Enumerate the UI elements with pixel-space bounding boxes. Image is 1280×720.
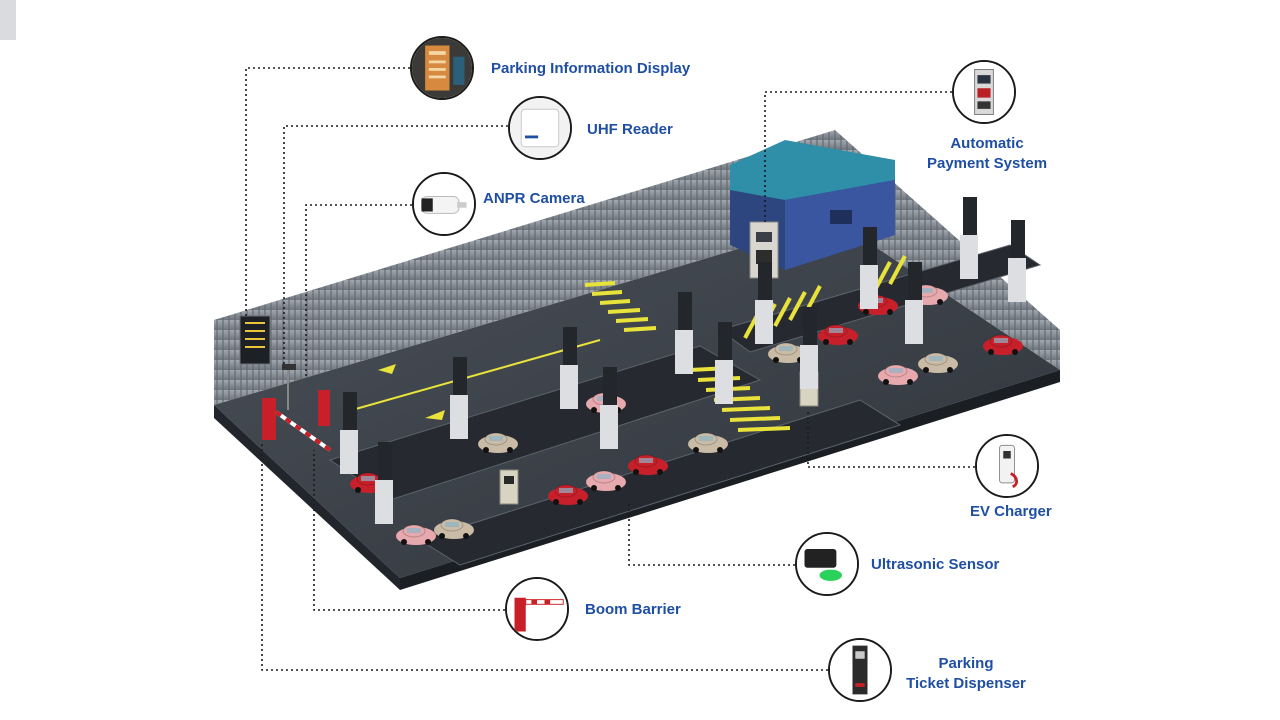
pillar-9 [800, 307, 818, 389]
lane-markings [584, 255, 907, 432]
pillar-2 [375, 442, 393, 524]
back-wall [214, 130, 835, 405]
parked-car-2 [434, 518, 474, 539]
info-display-board [239, 315, 271, 365]
ev-charger-label: EV Charger [970, 503, 1052, 520]
automatic-payment-system-label-line-1: Automatic [950, 135, 1024, 152]
uhf-reader-label: UHF Reader [587, 121, 673, 138]
parked-car-11 [918, 352, 958, 373]
leader-line-uhf-reader [283, 125, 508, 368]
payment-kiosk-icon [952, 60, 1016, 124]
leader-line-payment-system [764, 91, 952, 224]
pillar-13 [1008, 220, 1026, 302]
parked-car-14 [768, 342, 808, 363]
pillars [0, 0, 16, 40]
leader-line-ticket-dispenser [261, 442, 828, 671]
parking-ticket-dispenser-label-line-1: Parking [938, 655, 994, 672]
pillar-6 [675, 292, 693, 374]
parked-car-5 [628, 454, 668, 475]
boom-barrier-icon [505, 577, 569, 641]
parked-car-10 [878, 364, 918, 385]
parked-car-7 [478, 432, 518, 453]
lane-line [344, 339, 601, 420]
pillar-4 [560, 327, 578, 409]
parked-car-13 [818, 324, 858, 345]
leader-lines [245, 67, 975, 671]
boom-barrier-label: Boom Barrier [585, 601, 681, 618]
parked-car-6 [688, 432, 728, 453]
leader-line-ultrasonic-sensor [628, 502, 795, 566]
anpr-camera-icon [412, 172, 476, 236]
parking-ticket-dispenser-label-line-2: Ticket Dispenser [906, 675, 1026, 692]
pillar-11 [905, 262, 923, 344]
parking-information-display-label: Parking Information Display [491, 60, 691, 77]
ultrasonic-sensor-icon [795, 532, 859, 596]
leader-line-ev-charger [807, 410, 975, 468]
ticket-dispenser-icon [828, 638, 892, 702]
entry-gate [262, 364, 332, 452]
pillar-5 [600, 367, 618, 449]
leader-line-parking-display [245, 67, 410, 318]
pillar-1 [340, 392, 358, 474]
parking-ticket-dispenser-label: Parking Ticket Dispenser [896, 654, 1036, 694]
pillar-instances [340, 197, 1026, 524]
pillar-12 [960, 197, 978, 279]
parked-car-1 [396, 524, 436, 545]
pillar-3 [450, 357, 468, 439]
leader-line-boom-barrier [313, 450, 505, 611]
automatic-payment-system-label-line-2: Payment System [926, 155, 1048, 172]
parking-display-icon [410, 36, 474, 100]
automatic-payment-system-label: Automatic Payment System [920, 134, 1054, 174]
pillar-8 [755, 262, 773, 344]
parked-car-12 [983, 334, 1023, 355]
parked-cars [350, 284, 1023, 545]
uhf-reader-icon [508, 96, 572, 160]
ultrasonic-sensor-label: Ultrasonic Sensor [871, 556, 1000, 573]
ev-charger-icon [975, 434, 1039, 498]
leader-line-anpr-camera [305, 204, 412, 378]
pillar-7 [715, 322, 733, 404]
parked-car-3 [548, 484, 588, 505]
parked-car-4 [586, 470, 626, 491]
pillar-10 [860, 227, 878, 309]
anpr-camera-label: ANPR Camera [483, 190, 585, 207]
